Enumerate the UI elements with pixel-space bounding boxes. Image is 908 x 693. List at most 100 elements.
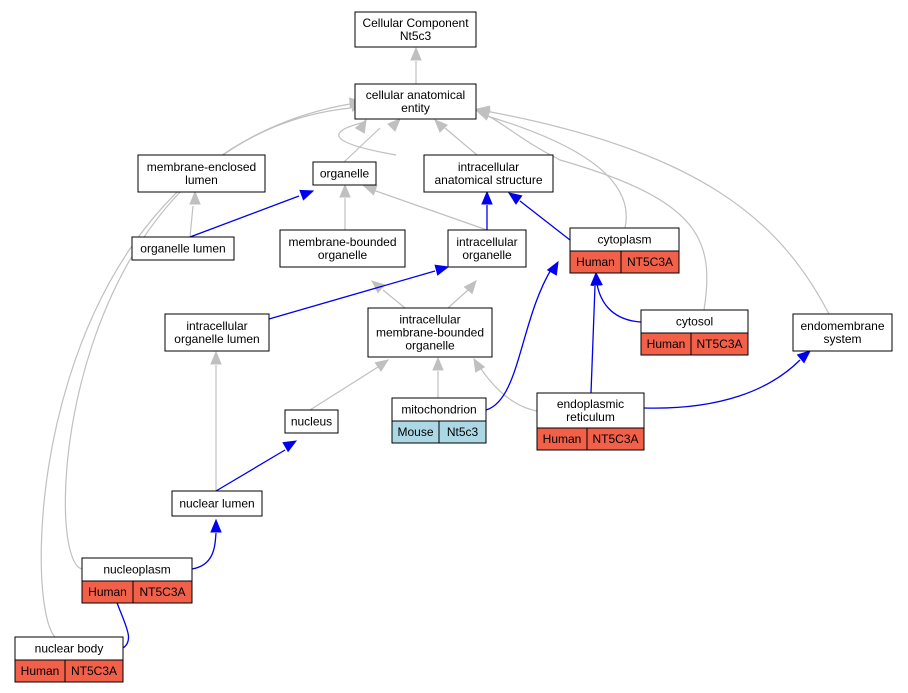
gene-cell bbox=[586, 427, 645, 451]
species-label: Human bbox=[647, 337, 686, 351]
edge-9 bbox=[447, 289, 469, 309]
node-box bbox=[137, 154, 266, 193]
edge-23 bbox=[596, 283, 642, 323]
edge-18 bbox=[40, 103, 351, 638]
node-label: lumen bbox=[185, 173, 218, 187]
gene-label: NT5C3A bbox=[627, 255, 673, 269]
arrowhead-5 bbox=[189, 190, 201, 205]
arrowhead-16 bbox=[475, 105, 491, 117]
arrowhead-19 bbox=[299, 189, 315, 201]
arrowhead-9 bbox=[463, 280, 477, 295]
node-label: organelle bbox=[320, 167, 370, 181]
node-label: organelle bbox=[462, 248, 512, 262]
gene-label: NT5C3A bbox=[696, 337, 742, 351]
node-label: organelle bbox=[318, 248, 368, 262]
arrowhead-24 bbox=[590, 271, 602, 286]
edge-5 bbox=[189, 205, 194, 238]
node-box bbox=[354, 83, 477, 120]
node-label: intracellular bbox=[399, 313, 460, 327]
edge-3 bbox=[343, 127, 381, 163]
edge-13 bbox=[478, 365, 538, 412]
edge-27 bbox=[215, 449, 286, 492]
node-label: system bbox=[823, 332, 861, 346]
edge-22 bbox=[268, 270, 436, 320]
node-box bbox=[312, 161, 377, 186]
gene-cell bbox=[132, 580, 193, 604]
arrowhead-25 bbox=[796, 350, 811, 364]
node-box bbox=[131, 236, 235, 261]
node-label: endomembrane bbox=[800, 319, 884, 333]
node-box bbox=[536, 392, 645, 429]
species-label: Mouse bbox=[397, 425, 433, 439]
edge-19 bbox=[189, 195, 300, 238]
node-label: entity bbox=[401, 101, 430, 115]
node-label: intracellular bbox=[458, 160, 519, 174]
node-olumen[interactable]: organelle lumen bbox=[131, 236, 235, 261]
node-label: cytoplasm bbox=[597, 233, 651, 247]
edge-8 bbox=[382, 289, 406, 309]
node-box bbox=[164, 313, 270, 352]
arrowhead-4 bbox=[434, 119, 448, 133]
gene-cell bbox=[690, 332, 749, 356]
node-label: endoplasmic bbox=[557, 397, 624, 411]
node-label: nucleoplasm bbox=[103, 563, 170, 577]
node-label: mitochondrion bbox=[401, 403, 476, 417]
arrowhead-10 bbox=[210, 350, 222, 365]
edge-28 bbox=[191, 532, 217, 570]
node-label: nuclear lumen bbox=[179, 497, 254, 511]
node-label: anatomical structure bbox=[434, 173, 542, 187]
node-nlumen[interactable]: nuclear lumen bbox=[171, 490, 263, 517]
edge-26 bbox=[485, 267, 553, 411]
edge-24 bbox=[590, 285, 596, 394]
node-box bbox=[792, 313, 893, 352]
gene-label: Nt5c3 bbox=[447, 425, 479, 439]
arrowhead-7 bbox=[362, 184, 378, 196]
edge-29 bbox=[115, 599, 130, 649]
arrowhead-1 bbox=[410, 46, 422, 61]
edge-4 bbox=[444, 127, 478, 156]
gene-label: NT5C3A bbox=[592, 432, 638, 446]
species-label: Human bbox=[21, 664, 60, 678]
edge-11 bbox=[309, 366, 379, 411]
edge-25 bbox=[643, 359, 801, 409]
node-label: cellular anatomical bbox=[366, 88, 465, 102]
arrowhead-28 bbox=[210, 518, 222, 533]
node-nucleus[interactable]: nucleus bbox=[284, 409, 339, 434]
node-label: reticulum bbox=[566, 410, 615, 424]
arrowhead-12 bbox=[432, 356, 444, 371]
species-label: Human bbox=[88, 585, 127, 599]
node-label: membrane-bounded bbox=[288, 235, 396, 249]
node-box bbox=[279, 229, 406, 268]
node-label: intracellular bbox=[456, 235, 517, 249]
node-box bbox=[284, 409, 339, 434]
gene-cell bbox=[64, 659, 124, 683]
node-box bbox=[447, 229, 527, 268]
edge-7 bbox=[372, 189, 488, 231]
gene-cell bbox=[438, 420, 487, 444]
node-label: membrane-enclosed bbox=[147, 160, 256, 174]
node-organelle[interactable]: organelle bbox=[312, 161, 377, 186]
gene-label: NT5C3A bbox=[139, 585, 185, 599]
node-label: organelle bbox=[405, 339, 455, 353]
node-label: nuclear body bbox=[35, 642, 104, 656]
species-label: Human bbox=[543, 432, 582, 446]
node-label: Cellular Component bbox=[362, 16, 469, 30]
edge-2 bbox=[338, 121, 397, 156]
